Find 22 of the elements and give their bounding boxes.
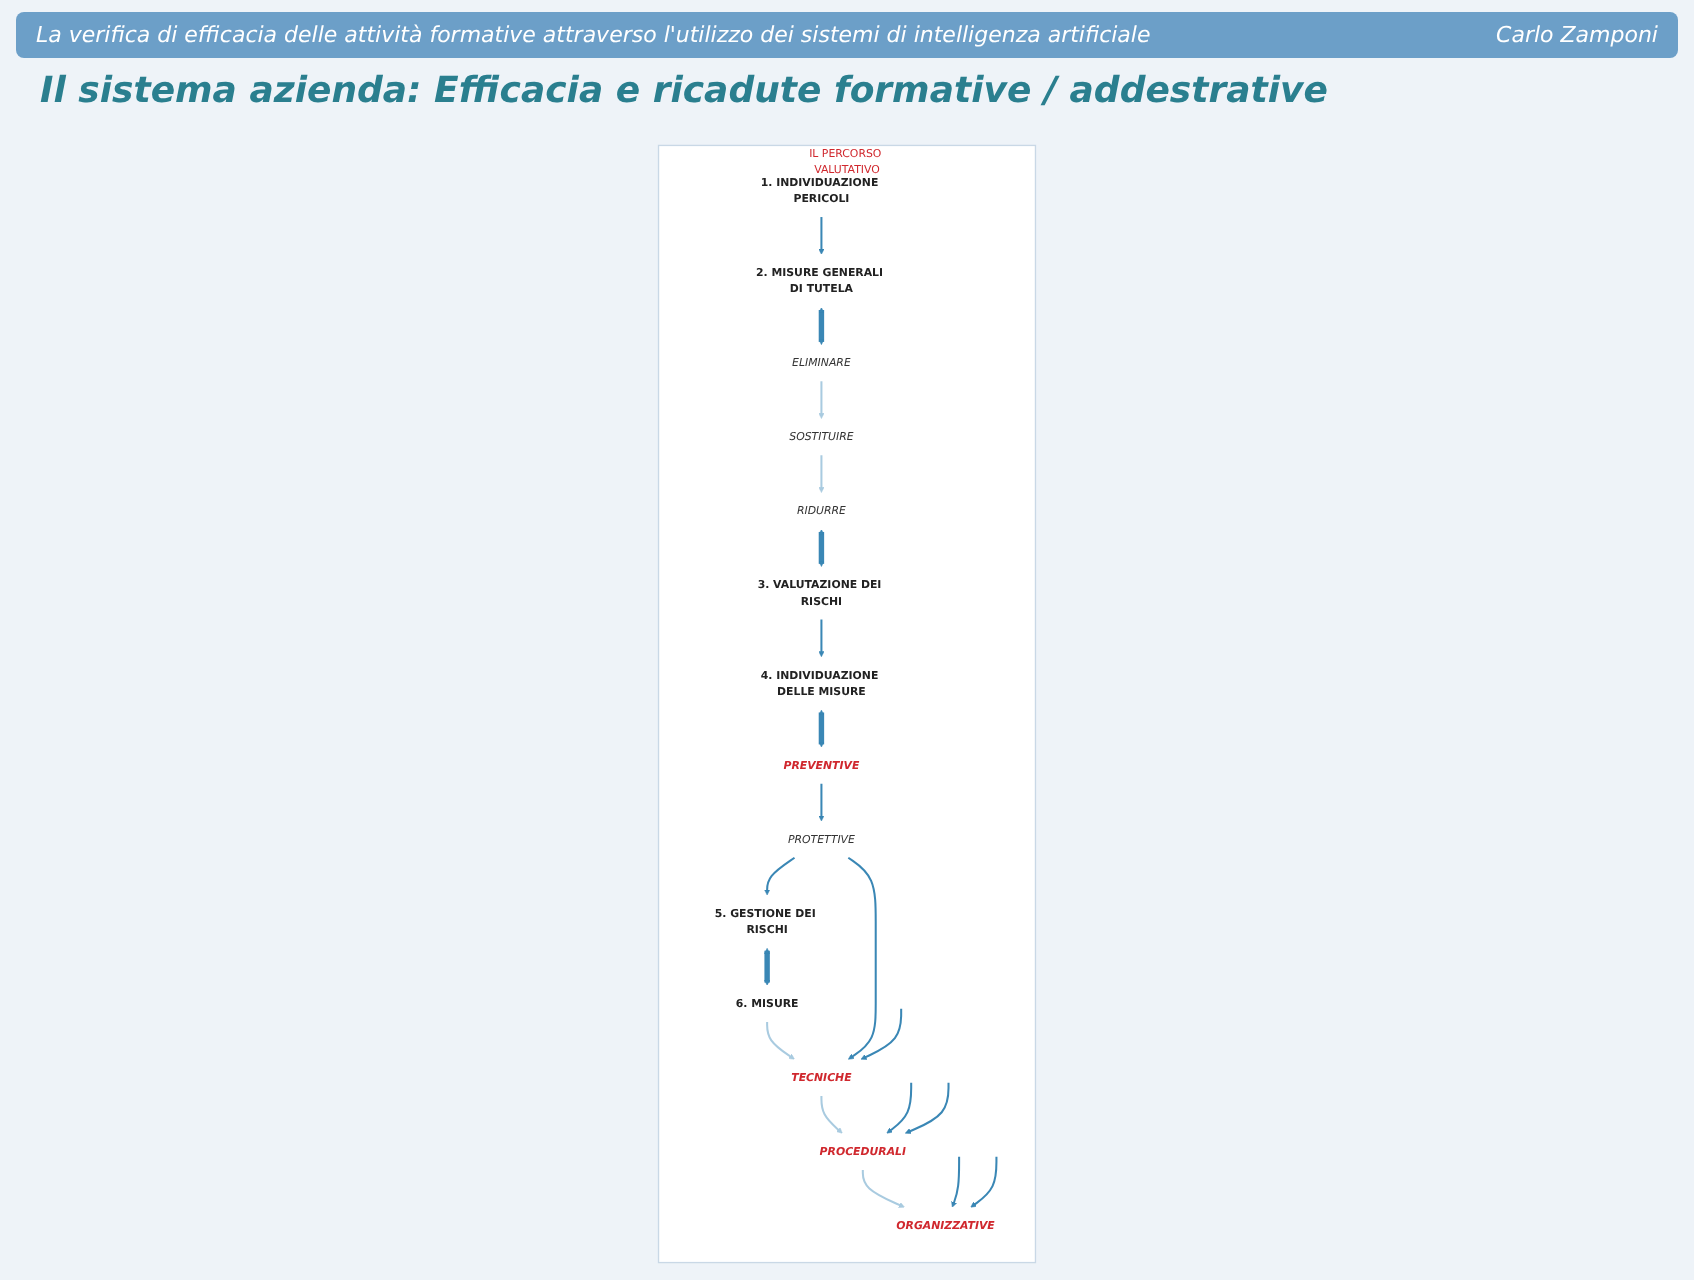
arrow xyxy=(818,217,825,255)
arrow xyxy=(905,1082,950,1134)
arrow xyxy=(970,1156,998,1208)
header-text: La verifica di efficacia delle attività formative attraverso l'utilizzo dei sistemi di intelligenza artificiale xyxy=(36,22,1151,48)
arrow xyxy=(764,856,796,896)
arrow xyxy=(820,1095,843,1134)
arrow xyxy=(764,948,771,986)
diagram-title: Il sistema azienda: Efficacia e ricadute formative / addestrative xyxy=(40,70,1330,112)
arrow xyxy=(818,783,825,822)
arrow xyxy=(818,307,825,345)
arrow xyxy=(860,1008,903,1060)
arrow xyxy=(886,1082,913,1134)
arrow xyxy=(861,1169,905,1208)
arrow xyxy=(818,381,825,419)
arrow xyxy=(818,709,825,748)
arrow xyxy=(818,455,825,493)
arrow xyxy=(766,1021,795,1060)
arrow xyxy=(818,529,825,567)
arrow xyxy=(818,619,825,658)
arrow xyxy=(847,856,877,1060)
arrow xyxy=(951,1156,961,1208)
author-name: Carlo Zamponi xyxy=(1496,22,1658,48)
